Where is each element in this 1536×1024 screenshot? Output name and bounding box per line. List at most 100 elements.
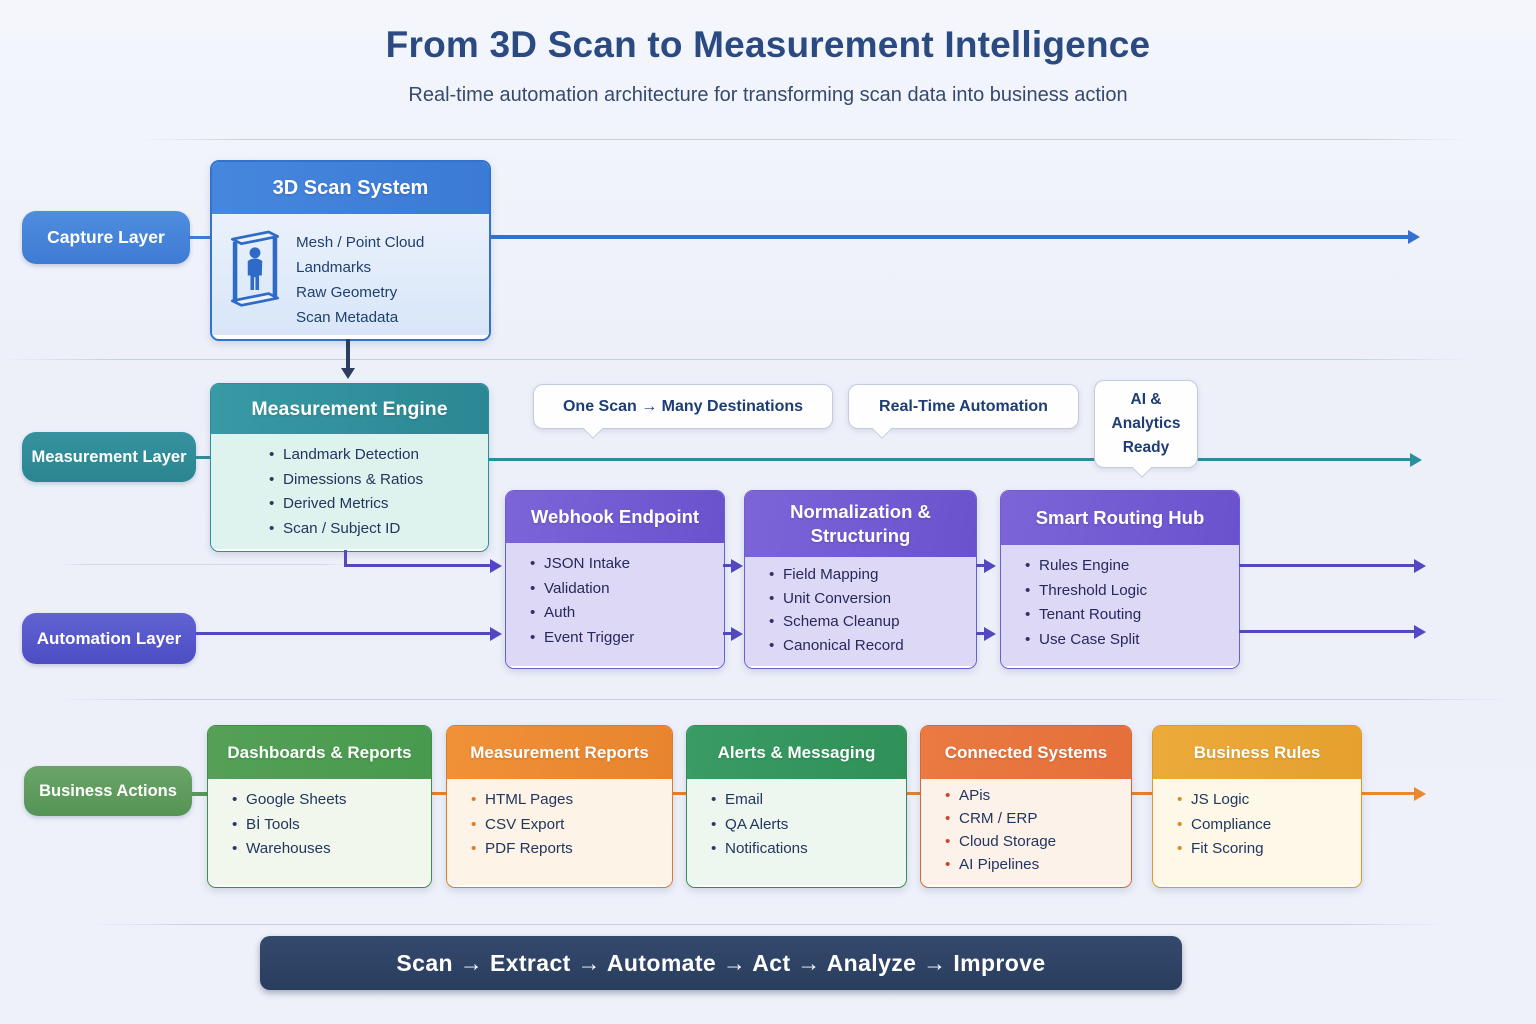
webhook-endpoint-header: Webhook Endpoint	[506, 491, 724, 543]
callout-text: Real-Time Automation	[879, 397, 1048, 415]
measurement-engine-box: Measurement Engine Landmark Detection Di…	[210, 383, 489, 552]
list-item: Event Trigger	[530, 626, 718, 651]
engine-to-webhook-elbow	[344, 550, 347, 566]
list-item: Landmarks	[296, 259, 372, 276]
business-actions-label-text: Business Actions	[39, 781, 177, 800]
measurement-reports-title: Measurement Reports	[470, 742, 649, 762]
separator-mid-faint	[60, 564, 346, 565]
smart-routing-hub-box: Smart Routing Hub Rules Engine Threshold…	[1000, 490, 1240, 669]
webhook-items: JSON Intake Validation Auth Event Trigge…	[506, 543, 724, 650]
list-item: Rules Engine	[1025, 554, 1233, 579]
list-item: Compliance	[1177, 813, 1355, 838]
list-item: Cloud Storage	[945, 830, 1125, 853]
normalization-to-routing-arrow-bottom	[976, 632, 985, 635]
callout-text: AI & Analytics Ready	[1111, 391, 1181, 456]
measurement-layer-label-text: Measurement Layer	[31, 447, 187, 466]
business-rules-title: Business Rules	[1193, 742, 1321, 762]
list-item: Validation	[530, 577, 718, 602]
separator-bottom	[90, 924, 1445, 925]
normalization-items: Field Mapping Unit Conversion Schema Cle…	[745, 557, 976, 657]
capture-label-connector	[188, 236, 212, 239]
page-subtitle: Real-time automation architecture for tr…	[408, 84, 1128, 106]
smart-routing-hub-body: Rules Engine Threshold Logic Tenant Rout…	[1001, 545, 1239, 666]
measurement-reports-box: Measurement Reports HTML Pages CSV Expor…	[446, 725, 673, 888]
automation-label-arrow	[196, 632, 491, 635]
webhook-to-normalization-arrow-top	[723, 564, 732, 567]
business-label-connector	[192, 792, 207, 796]
list-item: JSON Intake	[530, 552, 718, 577]
dashboards-reports-header: Dashboards & Reports	[208, 726, 431, 779]
process-flow-bar: Scan → Extract → Automate → Act → Analyz…	[260, 936, 1182, 990]
scan-system-header: 3D Scan System	[212, 162, 489, 214]
list-item: Canonical Record	[769, 634, 970, 658]
list-item: PDF Reports	[471, 837, 666, 862]
alerts-messaging-header: Alerts & Messaging	[687, 726, 906, 779]
capture-flow-arrow	[489, 235, 1409, 239]
list-item: Landmark Detection	[269, 443, 482, 468]
business-rules-header: Business Rules	[1153, 726, 1361, 779]
callout-ai-analytics-ready: AI & Analytics Ready	[1094, 380, 1198, 468]
list-item: Scan / Subject ID	[269, 517, 482, 542]
engine-to-webhook-arrow	[344, 564, 491, 567]
dashboards-reports-box: Dashboards & Reports Google Sheets Bİ To…	[207, 725, 432, 888]
list-item: Tenant Routing	[1025, 603, 1233, 628]
scan-system-body: Mesh / Point Cloud Landmarks Raw Geometr…	[212, 214, 489, 335]
routing-output-arrow-bottom	[1239, 630, 1415, 633]
measurement-label-connector	[196, 456, 210, 459]
measurement-engine-title: Measurement Engine	[251, 397, 448, 420]
list-item: Use Case Split	[1025, 628, 1233, 653]
alerts-connected-connector	[905, 792, 920, 795]
measurement-engine-items: Landmark Detection Dimessions & Ratios D…	[211, 434, 488, 541]
list-item: Schema Cleanup	[769, 610, 970, 634]
list-item: Email	[711, 788, 900, 813]
list-item: Warehouses	[232, 837, 425, 862]
list-item: APis	[945, 784, 1125, 807]
normalization-header: Normalization & Structuring	[745, 491, 976, 557]
dashboards-reports-title: Dashboards & Reports	[227, 742, 412, 762]
list-item: Mesh / Point Cloud	[296, 234, 425, 251]
connected-systems-body: APis CRM / ERP Cloud Storage AI Pipeline…	[921, 779, 1131, 885]
alerts-items: Email QA Alerts Notifications	[687, 779, 906, 862]
alerts-messaging-title: Alerts & Messaging	[717, 742, 876, 762]
list-item: HTML Pages	[471, 788, 666, 813]
list-item: Raw Geometry	[296, 284, 398, 301]
business-actions-label: Business Actions	[24, 766, 192, 816]
list-item: QA Alerts	[711, 813, 900, 838]
list-item: Field Mapping	[769, 563, 970, 587]
callout-one-scan-many-destinations: One Scan → Many Destinations	[533, 384, 833, 429]
list-item: AI Pipelines	[945, 853, 1125, 876]
smart-routing-hub-title: Smart Routing Hub	[1035, 507, 1205, 528]
list-item: JS Logic	[1177, 788, 1355, 813]
list-item: Dimessions & Ratios	[269, 468, 482, 493]
separator-capture-measurement	[0, 359, 1470, 360]
webhook-endpoint-title: Webhook Endpoint	[530, 506, 700, 527]
normalization-title: Normalization & Structuring	[790, 501, 931, 546]
list-item: Threshold Logic	[1025, 579, 1233, 604]
list-item: Scan Metadata	[296, 309, 399, 326]
list-item: Fit Scoring	[1177, 837, 1355, 862]
smart-routing-hub-header: Smart Routing Hub	[1001, 491, 1239, 545]
dashboards-reports-body: Google Sheets Bİ Tools Warehouses	[208, 779, 431, 885]
dashboards-reports-connector	[430, 792, 446, 795]
callout-text: One Scan → Many Destinations	[562, 397, 804, 415]
connected-systems-title: Connected Systems	[944, 742, 1108, 762]
business-rules-body: JS Logic Compliance Fit Scoring	[1153, 779, 1361, 885]
connected-systems-header: Connected Systems	[921, 726, 1131, 779]
webhook-endpoint-box: Webhook Endpoint JSON Intake Validation …	[505, 490, 725, 669]
list-item: Bİ Tools	[232, 813, 425, 838]
dashboards-items: Google Sheets Bİ Tools Warehouses	[208, 779, 431, 862]
list-item: Auth	[530, 601, 718, 626]
separator-top	[140, 139, 1470, 140]
list-item: Derived Metrics	[269, 492, 482, 517]
list-item: CRM / ERP	[945, 807, 1125, 830]
capture-layer-label-text: Capture Layer	[47, 227, 165, 247]
process-flow-text: Scan → Extract → Automate → Act → Analyz…	[396, 949, 1046, 976]
automation-layer-label-text: Automation Layer	[36, 628, 182, 648]
list-item: Unit Conversion	[769, 587, 970, 611]
normalization-body: Field Mapping Unit Conversion Schema Cle…	[745, 557, 976, 666]
capture-layer-label: Capture Layer	[22, 211, 190, 264]
measurement-reports-header: Measurement Reports	[447, 726, 672, 779]
automation-layer-label: Automation Layer	[22, 613, 196, 664]
list-item: Notifications	[711, 837, 900, 862]
